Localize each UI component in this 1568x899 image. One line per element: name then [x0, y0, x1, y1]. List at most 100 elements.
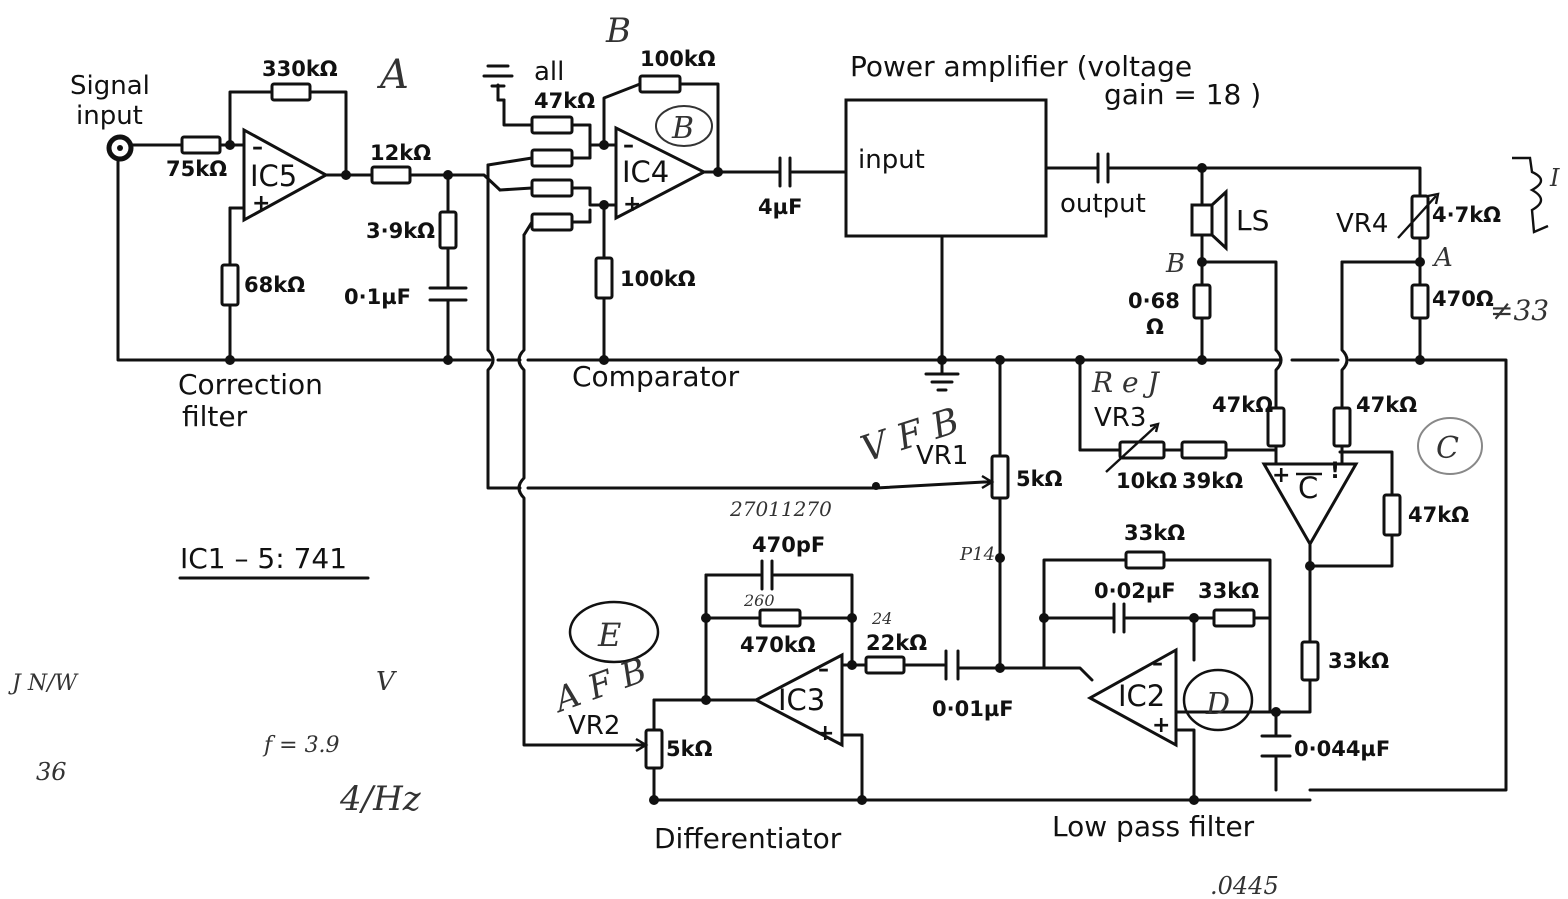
ground-icon [924, 358, 960, 392]
svg-text:+: + [252, 191, 270, 216]
pin-signs: – + – + – + – + + ! [252, 133, 1340, 746]
resistor-22k [864, 655, 906, 675]
resistor-100k-fb [638, 74, 682, 94]
differentiator-label: Differentiator [654, 822, 842, 855]
value-0-02u: 0·02µF [1094, 579, 1176, 603]
hand-a-top: A [376, 52, 409, 98]
vr3-label: VR3 [1094, 403, 1146, 433]
ic5-label: IC5 [250, 159, 297, 193]
resistor-12k [370, 165, 412, 185]
cap-0-01u [944, 649, 960, 681]
ic-labels: IC5 IC4 IC3 IC2 C [250, 155, 1322, 717]
svg-text:I: I [1549, 164, 1560, 192]
resistor-100k-gnd [594, 256, 614, 300]
power-amp-label-2: gain = 18 ) [1104, 78, 1261, 111]
value-47k-c: 47kΩ [1408, 503, 1469, 527]
resistor-39k [1180, 440, 1228, 460]
hand-p14: P14 [959, 544, 995, 565]
resistor-33k-right [1300, 640, 1320, 682]
svg-text:–: – [818, 657, 829, 682]
value-39k: 39kΩ [1182, 469, 1243, 493]
hand-fl: f = 3.9 [262, 733, 340, 758]
resistor-in-2 [530, 148, 574, 168]
resistor-47k-c [1382, 493, 1402, 537]
hand-bottom: .0445 [1210, 872, 1279, 899]
svg-text:–: – [252, 135, 263, 160]
value-68k: 68kΩ [244, 273, 305, 297]
hand-rl: J N/W [8, 671, 79, 696]
cap-0-02u [1112, 602, 1126, 634]
ic5-triangle [242, 127, 330, 223]
ic1-label: C [1298, 471, 1318, 505]
cap-output [1096, 152, 1110, 184]
signal-input-label: Signal [70, 71, 150, 101]
hand-36: 36 [36, 758, 67, 786]
wires [116, 82, 1508, 802]
value-3-9k: 3·9kΩ [366, 219, 435, 243]
hand-b-circle: B [671, 111, 694, 146]
hand-v: V [376, 667, 397, 697]
value-0-01u: 0·01µF [932, 697, 1014, 721]
value-470: 470Ω [1432, 287, 1494, 311]
ic2-triangle [1086, 647, 1178, 748]
cap-4u [778, 156, 792, 188]
correction-filter-label-2: filter [182, 400, 248, 433]
resistor-in-4 [530, 212, 574, 232]
pot-vr2 [644, 728, 664, 770]
resistor-3-9k [438, 210, 458, 250]
resistor-470 [1410, 283, 1430, 320]
resistor-75k [180, 135, 222, 155]
pot-vr4 [1410, 194, 1430, 240]
hand-hz: 4/Hz [339, 779, 422, 819]
value-vr1: 5kΩ [1016, 467, 1063, 491]
component-values: 330kΩ 75kΩ 68kΩ 12kΩ 3·9kΩ 0·1µF 47kΩ 10… [166, 47, 1501, 761]
comparator-label: Comparator [572, 360, 740, 393]
speaker-icon [1190, 188, 1228, 252]
ground-icon-top [482, 64, 514, 102]
value-33k-right: 33kΩ [1328, 649, 1389, 673]
resistor-33k-top [1124, 550, 1166, 570]
hand-a-node: A [1432, 243, 1453, 273]
signal-input-label-2: input [76, 101, 143, 131]
power-amp-label: Power amplifier (voltage [850, 50, 1192, 83]
value-0-68-unit: Ω [1146, 315, 1164, 339]
ic3-triangle [752, 652, 844, 748]
resistor-33k-mid [1212, 608, 1256, 628]
resistor-470k [758, 608, 802, 628]
value-470p: 470pF [752, 533, 825, 557]
value-12k: 12kΩ [370, 141, 431, 165]
signal-input-jack [106, 134, 134, 162]
ic4-triangle [614, 125, 708, 221]
ic-note: IC1 – 5: 741 [180, 542, 347, 575]
op-amps [242, 125, 1359, 748]
pot-labels: VR1 VR2 VR3 VR4 [568, 209, 1388, 741]
correction-filter-label: Correction [178, 368, 323, 401]
value-22k: 22kΩ [866, 631, 927, 655]
value-0-1u: 0·1µF [344, 285, 411, 309]
resistor-330k [270, 82, 312, 102]
cap-0-044u [1260, 734, 1292, 758]
value-47k-in: 47kΩ [534, 89, 595, 113]
value-470k: 470kΩ [740, 633, 816, 657]
value-75k: 75kΩ [166, 157, 227, 181]
hand-24: 24 [871, 609, 892, 628]
hand-d-circle: D [1205, 687, 1230, 722]
value-0-68: 0·68 [1128, 289, 1180, 313]
svg-text:–: – [1152, 651, 1163, 676]
cap-0-1u [428, 286, 468, 302]
low-pass-filter-label: Low pass filter [1052, 810, 1255, 843]
hand-b-node: B [1165, 249, 1185, 279]
value-vr3: 10kΩ [1116, 469, 1177, 493]
vr1-label: VR1 [916, 441, 968, 471]
ls-label: LS [1236, 204, 1269, 237]
vr2-label: VR2 [568, 711, 620, 741]
cap-470p [760, 559, 774, 591]
resistor-47k-in [530, 115, 574, 135]
ic2-label: IC2 [1118, 679, 1165, 713]
vr4-label: VR4 [1336, 209, 1388, 239]
value-100k-gnd: 100kΩ [620, 267, 696, 291]
value-vr2: 5kΩ [666, 737, 713, 761]
value-4u: 4µF [758, 195, 802, 219]
resistors [180, 74, 1430, 682]
